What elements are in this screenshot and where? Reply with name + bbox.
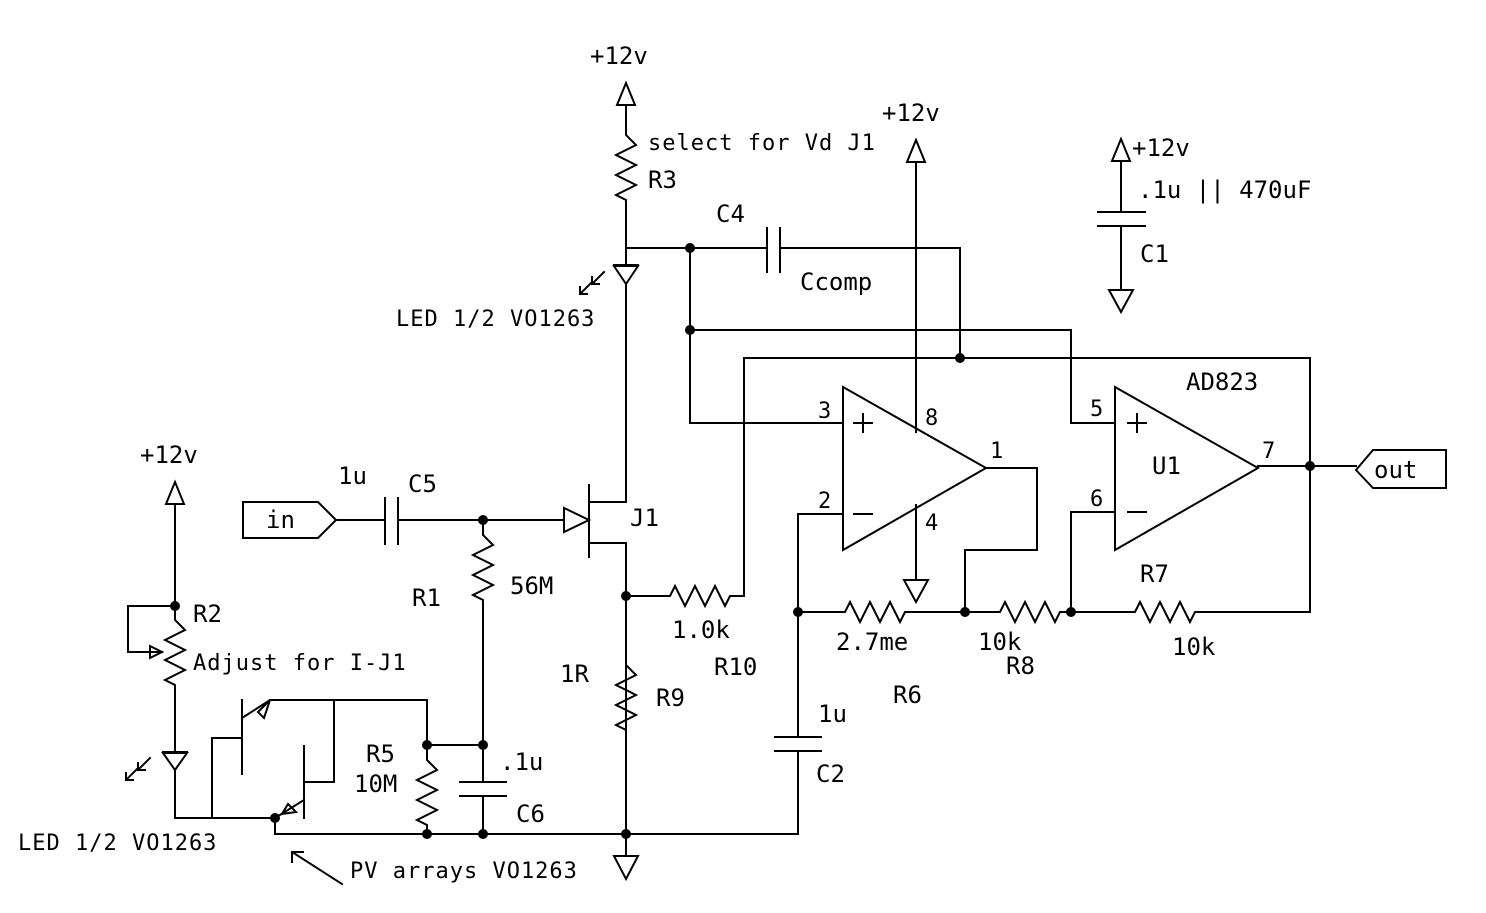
- power-symbol-r2: +12v: [140, 441, 198, 607]
- ground-symbol-main: [612, 855, 640, 882]
- u1-ref: U1: [1152, 452, 1181, 480]
- pin-label: 8: [925, 406, 938, 431]
- r2-ref: R2: [193, 600, 222, 628]
- wire-u1-inv: [1070, 511, 1116, 613]
- power-symbol-r3-top: +12v: [590, 42, 648, 126]
- resistor-r10: 1.0k R10: [625, 583, 757, 681]
- pin-label: 6: [1090, 487, 1103, 512]
- pin-label: 5: [1090, 397, 1103, 422]
- supply-label-r2: +12v: [140, 441, 198, 469]
- pin-label: 2: [818, 489, 831, 514]
- power-symbol-opamp: +12v: [882, 99, 940, 163]
- led-top: LED 1/2 VO1263: [396, 247, 640, 503]
- potentiometer-r2: R2 Adjust for I-J1: [127, 600, 407, 751]
- r2-note: Adjust for I-J1: [193, 651, 407, 676]
- c2-ref: C2: [816, 760, 845, 788]
- capacitor-c6: .1u C6: [459, 744, 545, 835]
- resistor-r9: 1R R9: [560, 654, 685, 835]
- c4-ref: C4: [716, 200, 745, 228]
- r5-value: 10M: [354, 770, 397, 798]
- wire-opamp1-out: [964, 467, 1038, 613]
- supply-label-opamp: +12v: [882, 99, 940, 127]
- output-port-label: out: [1374, 456, 1417, 484]
- led-bottom-emission-arrows: [124, 756, 152, 782]
- r10-value: 1.0k: [672, 616, 730, 644]
- led-bottom-label: LED 1/2 VO1263: [18, 831, 217, 856]
- r7-value: 10k: [1172, 633, 1216, 661]
- c1-value: .1u || 470uF: [1138, 176, 1311, 204]
- r6-ref: R6: [893, 681, 922, 709]
- supply-label-r3: +12v: [590, 42, 648, 70]
- r9-ref: R9: [656, 684, 685, 712]
- junction-dot: [621, 591, 631, 601]
- r1-value: 56M: [510, 572, 553, 600]
- ground-symbol-c1: [1107, 289, 1135, 315]
- j1-ref: J1: [630, 504, 659, 532]
- input-port-label: in: [266, 506, 295, 534]
- r5-ref: R5: [366, 740, 395, 768]
- c1-ref: C1: [1140, 240, 1169, 268]
- ground-symbol-opamp: [902, 579, 930, 605]
- r3-note: select for Vd J1: [648, 131, 876, 156]
- pin-label: 4: [925, 511, 938, 536]
- pin-label: 3: [818, 399, 831, 424]
- capacitor-c2: 1u C2: [625, 611, 847, 835]
- capacitor-c5: 1u C5: [335, 462, 484, 545]
- c4-value: Ccomp: [800, 268, 872, 296]
- resistor-r7: 10k R7: [1070, 465, 1311, 661]
- r7-ref: R7: [1140, 560, 1169, 588]
- r10-ref: R10: [714, 653, 757, 681]
- capacitor-c1: .1u || 470uF C1: [1097, 160, 1311, 291]
- resistor-r5: R5 10M: [354, 740, 440, 835]
- c5-ref: C5: [408, 470, 437, 498]
- power-symbol-c1: +12v: [1110, 134, 1190, 162]
- resistor-r3: R3 select for Vd J1: [613, 124, 876, 249]
- pv-array: [211, 699, 428, 820]
- pv-pointer-arrow: [290, 850, 344, 886]
- c6-ref: C6: [516, 800, 545, 828]
- r8-value: 10k: [978, 628, 1022, 656]
- r9-value: 1R: [560, 660, 589, 688]
- wire-opamp1-inv: [797, 513, 844, 613]
- opamp-part-label: AD823: [1186, 368, 1258, 396]
- opamp-first: 3 8 1 2 4: [818, 161, 1003, 581]
- input-port: in: [242, 501, 338, 539]
- c5-value: 1u: [338, 462, 367, 490]
- r8-ref: R8: [1006, 652, 1035, 680]
- led-top-emission-arrows: [578, 270, 606, 296]
- led-bottom: LED 1/2 VO1263: [18, 751, 276, 856]
- c6-value: .1u: [500, 748, 543, 776]
- supply-label-c1: +12v: [1132, 134, 1190, 162]
- r1-ref: R1: [412, 584, 441, 612]
- r6-value: 2.7me: [836, 628, 908, 656]
- wire-feedback-net: [743, 357, 1311, 597]
- pin-label: 1: [990, 439, 1003, 464]
- pin-label: 7: [1262, 439, 1275, 464]
- pv-label: PV arrays VO1263: [350, 859, 578, 884]
- resistor-r1: R1 56M: [412, 519, 553, 746]
- c2-value: 1u: [818, 700, 847, 728]
- resistor-r6: 2.7me R6: [797, 599, 966, 709]
- opamp-u1: U1 AD823 5 6 7: [1090, 368, 1275, 552]
- capacitor-c4: C4 Ccomp: [625, 200, 961, 359]
- resistor-r8: 10k R8: [964, 599, 1072, 680]
- led-top-label: LED 1/2 VO1263: [396, 307, 595, 332]
- output-port: out: [1354, 449, 1447, 489]
- r3-ref: R3: [648, 166, 677, 194]
